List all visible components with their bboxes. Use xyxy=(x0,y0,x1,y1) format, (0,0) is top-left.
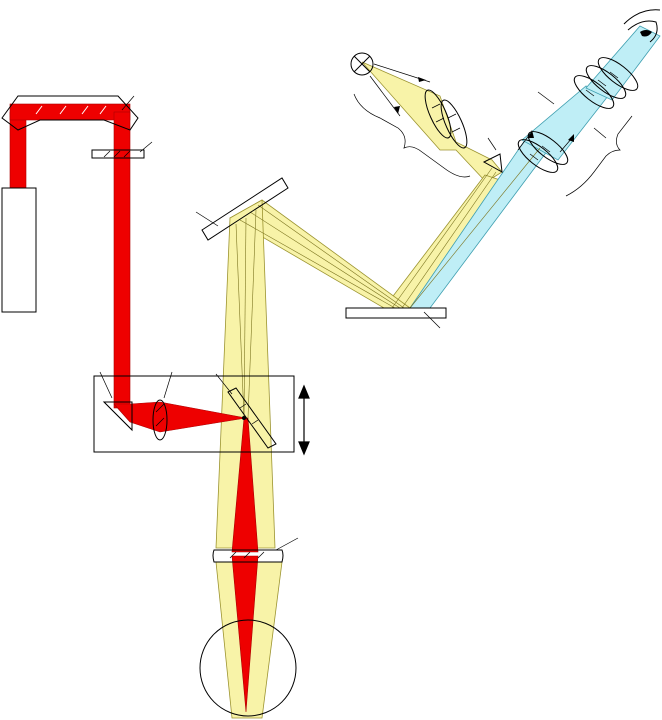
illumination-beams xyxy=(215,61,503,719)
laser-filter xyxy=(91,149,145,159)
laser-focus-in-eye xyxy=(231,555,259,713)
viewing-leader-1 xyxy=(537,91,555,105)
slit-prism xyxy=(482,153,503,173)
deflecting-mirror-leader xyxy=(195,211,219,227)
plate-leader xyxy=(423,311,441,329)
viewing-lens-lower xyxy=(517,131,569,173)
laser-top-housing xyxy=(1,95,139,131)
laser-beams xyxy=(9,103,259,713)
viewing-leader-2 xyxy=(593,127,607,139)
movement-arrow-icon xyxy=(298,384,310,456)
objective-lens xyxy=(212,549,284,563)
light-source-icon xyxy=(350,52,374,76)
laser-lens-leader xyxy=(163,371,173,399)
micromanipulator-box xyxy=(93,375,295,453)
dichroic-spot xyxy=(242,416,246,420)
laser-source-box xyxy=(1,187,37,313)
beam-mirror-to-eye xyxy=(215,199,276,549)
lamp-ray-lower xyxy=(369,75,401,117)
housing-hatching xyxy=(35,105,107,115)
laser-vertical-right xyxy=(113,111,131,409)
observer-eye-icon xyxy=(623,9,661,43)
condenser-lenses xyxy=(424,89,468,149)
illumination-brace xyxy=(353,93,471,178)
viewing-brace xyxy=(565,115,633,197)
viewing-beam-upper xyxy=(585,25,661,101)
filter-leader xyxy=(139,141,153,153)
laser-lens xyxy=(152,399,168,441)
deflecting-mirror xyxy=(201,177,289,241)
dichroic-leader xyxy=(215,373,233,395)
fine-rays xyxy=(235,147,541,419)
objective-leader xyxy=(275,537,299,551)
patient-eye-icon xyxy=(199,619,297,717)
dichroic-plate xyxy=(227,387,277,449)
bend-mirror-leader xyxy=(99,371,113,399)
slit-leader xyxy=(487,137,497,151)
laser-vertical-left xyxy=(9,111,27,189)
lamp-beam xyxy=(361,61,503,183)
laser-top-horizontal xyxy=(9,103,131,121)
housing-leader xyxy=(121,95,135,111)
viewing-lens-upper xyxy=(573,57,639,109)
viewing-beams xyxy=(409,25,661,309)
reflecting-plate xyxy=(345,307,447,319)
